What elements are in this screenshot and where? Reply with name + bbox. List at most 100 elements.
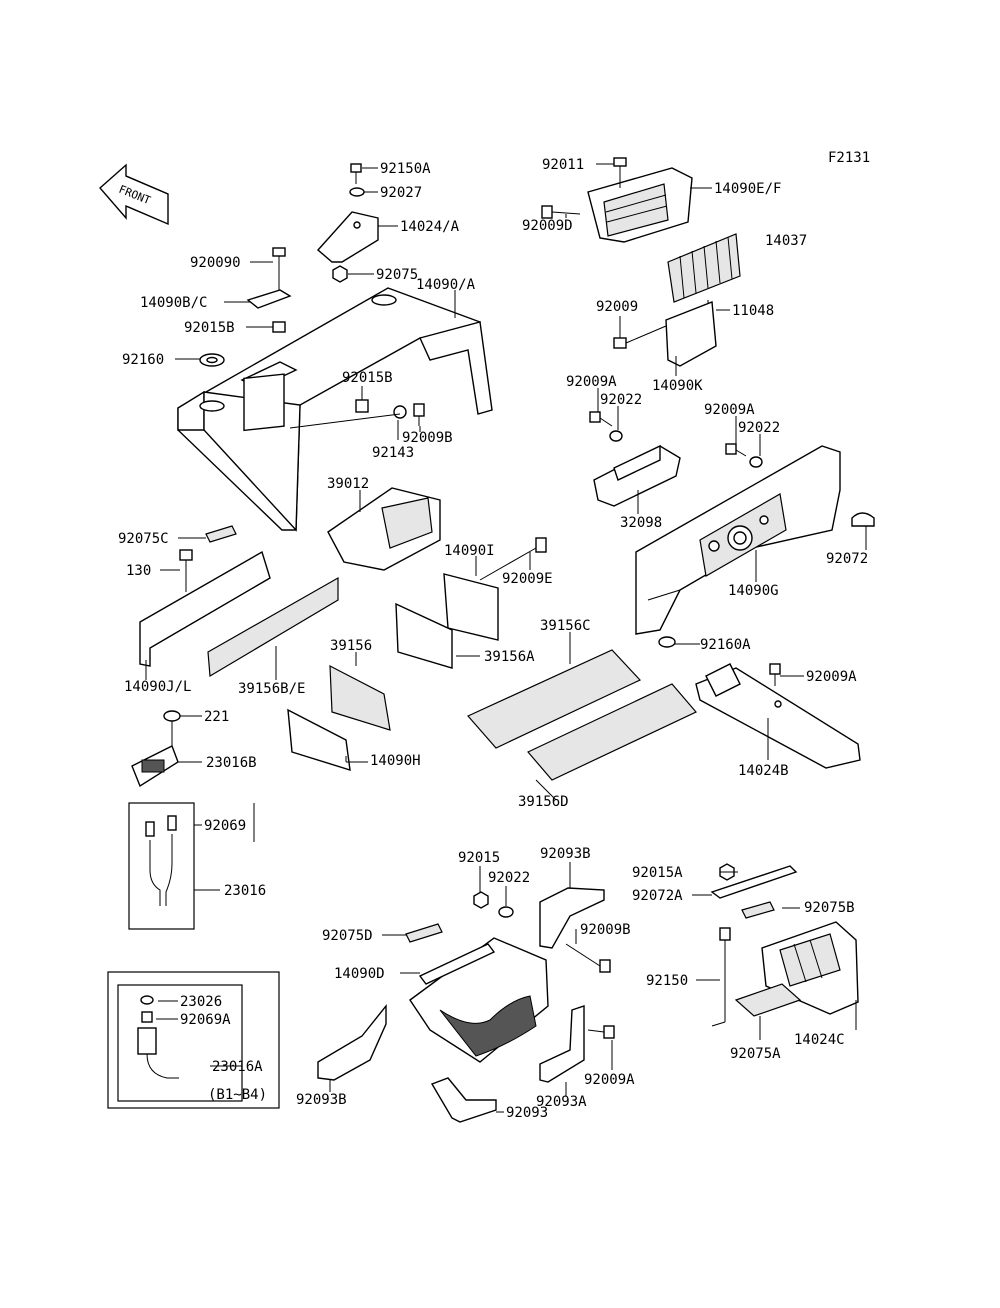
part-label: 92009B bbox=[402, 430, 453, 446]
bolt-92009A-icon bbox=[589, 411, 613, 427]
pad-39156A-drawing bbox=[395, 602, 453, 669]
part-label: 14090I bbox=[444, 543, 495, 559]
panel-14090H-drawing bbox=[287, 708, 351, 771]
screw-221-icon bbox=[163, 710, 181, 746]
washer-92022-third-icon bbox=[498, 906, 514, 918]
part-label: 221 bbox=[204, 709, 229, 725]
grommet-92160-icon bbox=[199, 353, 225, 367]
part-label: 92022 bbox=[488, 870, 530, 886]
bolt-92009-icon bbox=[613, 325, 667, 349]
cover-14090K-drawing bbox=[665, 301, 717, 367]
part-label: 92093B bbox=[296, 1092, 347, 1108]
bracket-14024B-drawing bbox=[695, 663, 861, 769]
bolt-92009B-second-icon bbox=[565, 943, 611, 973]
part-label: 92009B bbox=[580, 922, 631, 938]
part-label: 92015B bbox=[184, 320, 235, 336]
part-label: 92009A bbox=[806, 669, 857, 685]
bolt-92009B-icon bbox=[413, 403, 425, 426]
part-label: 920090 bbox=[190, 255, 241, 271]
grille-14090EF-drawing bbox=[587, 167, 693, 243]
part-label: 39012 bbox=[327, 476, 369, 492]
part-label: 92075 bbox=[376, 267, 418, 283]
part-label: 92093A bbox=[536, 1094, 587, 1110]
part-label: 130 bbox=[126, 563, 151, 579]
leader-lines bbox=[145, 163, 867, 1113]
part-label: 92069 bbox=[204, 818, 246, 834]
harness-23016A-outer-box bbox=[107, 971, 280, 1109]
part-label: 23016B bbox=[206, 755, 257, 771]
part-label: 14090/A bbox=[416, 277, 476, 293]
part-label: 92015B bbox=[342, 370, 393, 386]
clamp-92072-icon bbox=[851, 512, 875, 527]
part-label: 92150A bbox=[380, 161, 431, 177]
plate-92072A-drawing bbox=[710, 865, 798, 899]
tray-14090D-drawing bbox=[409, 937, 549, 1063]
clip-92015B-icon bbox=[272, 321, 286, 333]
part-label: 92009E bbox=[502, 571, 553, 587]
part-label: 14024B bbox=[738, 763, 789, 779]
part-label: 11048 bbox=[732, 303, 774, 319]
washer-92143-icon bbox=[393, 405, 407, 419]
washer-92022-second-icon bbox=[749, 456, 763, 468]
bolt-92009E-icon bbox=[479, 537, 547, 581]
part-label: 92093B bbox=[540, 846, 591, 862]
part-label: 92075A bbox=[730, 1046, 781, 1062]
bolt-92009A-fourth-icon bbox=[587, 1025, 615, 1039]
part-label: 39156 bbox=[330, 638, 372, 654]
panel-14090G-drawing bbox=[635, 445, 841, 635]
part-label: 92015 bbox=[458, 850, 500, 866]
part-label: 92072 bbox=[826, 551, 868, 567]
part-labels: 92150A 92027 14024/A 92075 14090/A 92009… bbox=[118, 157, 868, 1121]
part-label: 92160 bbox=[122, 352, 164, 368]
bracket-92093-drawing bbox=[430, 1077, 497, 1123]
pad-92075B-drawing bbox=[741, 901, 775, 919]
part-label: 92027 bbox=[380, 185, 422, 201]
bolt-92150-icon bbox=[711, 927, 731, 1027]
washer-92027-icon bbox=[349, 187, 365, 197]
part-label: 23016A bbox=[212, 1059, 263, 1075]
part-label: 39156C bbox=[540, 618, 591, 634]
part-label: 92022 bbox=[600, 392, 642, 408]
rear-cover-14090A-drawing bbox=[177, 287, 493, 532]
part-label: 92069A bbox=[180, 1012, 231, 1028]
pad-92075D-drawing bbox=[405, 923, 443, 943]
harness-23016-box bbox=[128, 802, 195, 930]
part-label: 92075B bbox=[804, 900, 855, 916]
part-label: 14090H bbox=[370, 753, 421, 769]
pad-39156-drawing bbox=[329, 664, 391, 731]
nut-92075-icon bbox=[332, 265, 348, 283]
part-label: 32098 bbox=[620, 515, 662, 531]
bracket-92093B-top-drawing bbox=[539, 887, 605, 949]
bracket-14024A-drawing bbox=[317, 211, 379, 263]
part-label: 92150 bbox=[646, 973, 688, 989]
part-label: 92160A bbox=[700, 637, 751, 653]
part-label: 14024C bbox=[794, 1032, 845, 1048]
harness-23016A-drawing bbox=[137, 995, 179, 1079]
nut-92015-icon bbox=[473, 891, 489, 909]
part-label: 92009A bbox=[566, 374, 617, 390]
part-label: 23016 bbox=[224, 883, 266, 899]
part-label: 14090B/C bbox=[140, 295, 207, 311]
part-label: 14024/A bbox=[400, 219, 460, 235]
bolt-92009A-second-icon bbox=[725, 443, 747, 457]
pad-39156BE-drawing bbox=[207, 576, 339, 678]
part-label: 14037 bbox=[765, 233, 807, 249]
part-label: 92009A bbox=[704, 402, 755, 418]
part-label: 14090E/F bbox=[714, 181, 781, 197]
bolt-92009D-icon bbox=[541, 205, 581, 219]
bracket-92093A-drawing bbox=[539, 1005, 585, 1083]
part-label: 92009A bbox=[584, 1072, 635, 1088]
switch-23016B-drawing bbox=[131, 745, 179, 788]
part-label: 39156D bbox=[518, 794, 569, 810]
part-label: 92022 bbox=[738, 420, 780, 436]
part-label: 92072A bbox=[632, 888, 683, 904]
front-arrow-icon: FRONT bbox=[99, 163, 169, 226]
bolt-92009A-third-icon bbox=[769, 663, 781, 686]
part-label: 14090G bbox=[728, 583, 779, 599]
part-label: 92075C bbox=[118, 531, 169, 547]
mat-39156C-drawing bbox=[467, 649, 641, 749]
washer-92022-icon bbox=[609, 430, 623, 442]
part-label: 92143 bbox=[372, 445, 414, 461]
